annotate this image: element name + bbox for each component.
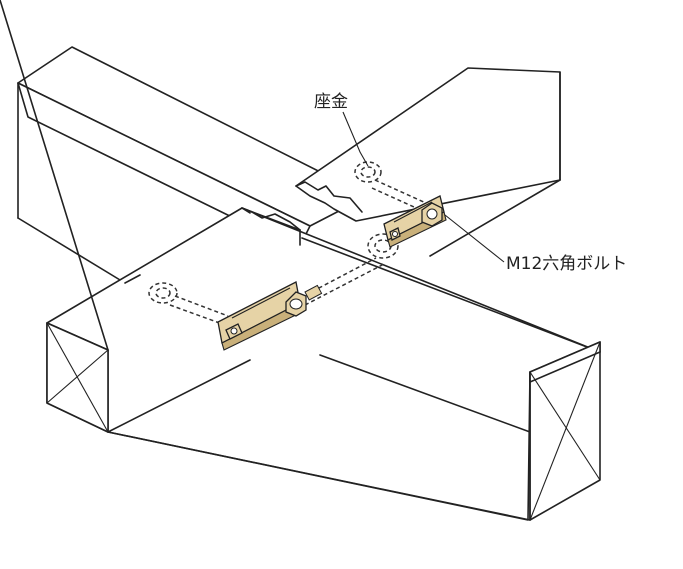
washer-label: 座金 [314,92,348,112]
connector-plate-back [383,195,447,248]
bolt-leader-line [444,214,505,263]
washer-hidden-left [148,282,178,304]
beam-edge [124,274,141,284]
bolt-shank-hidden [169,179,429,326]
washer-leader-line [342,111,369,167]
end-grain-right [107,341,601,521]
beam-right [295,67,561,257]
beam-back [17,46,369,284]
bolt-label: M12六角ボルト [506,254,627,274]
connector-plate-front [217,281,323,351]
washer-hidden-top [354,161,382,183]
